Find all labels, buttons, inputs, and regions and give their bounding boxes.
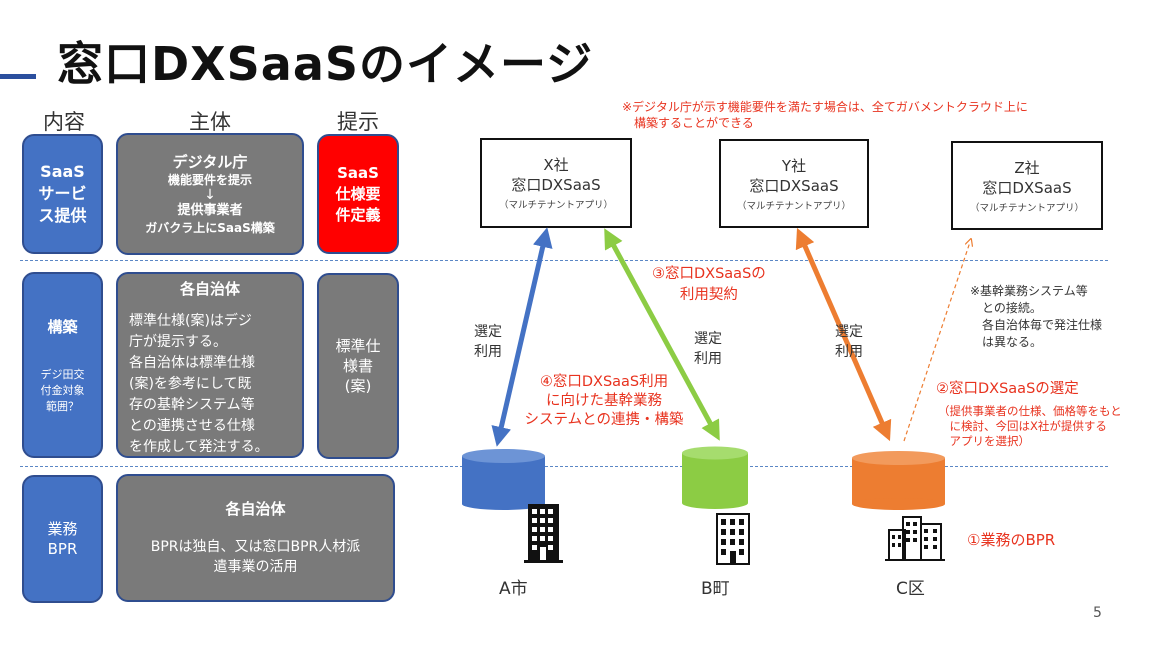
saas-box-y: Y社 窓口DXSaaS （マルチテナントアプリ） (719, 139, 869, 228)
actor-build-body: 標準仕様(案)はデジ 庁が提示する。 各自治体は標準仕様 (案)を参考にして既 … (129, 313, 269, 455)
saas-z-company: Z社 (1014, 158, 1040, 177)
building-tall-icon (524, 504, 563, 563)
step4-integration-label: ④窓口DXSaaS利用 に向けた基幹業務 システムとの連携・構築 (524, 374, 684, 428)
row-separator-bottom (20, 466, 1108, 467)
actor-box-bpr: 各自治体 BPRは独自、又は窓口BPR人材派 遣事業の活用 (116, 474, 395, 602)
saas-x-company: X社 (543, 156, 569, 174)
saas-y-name: 窓口DXSaaS (749, 176, 839, 195)
row-label-bpr: 業務 BPR (22, 475, 103, 603)
page-number: 5 (1093, 605, 1102, 621)
title-accent-bar (0, 74, 36, 79)
select-use-label-a: 選定 利用 (474, 324, 502, 360)
actor-bpr-title: 各自治体 (225, 500, 286, 518)
saas-x-type: （マルチテナントアプリ） (498, 200, 613, 211)
saas-z-type: （マルチテナントアプリ） (969, 202, 1084, 214)
select-use-label-b: 選定 利用 (694, 331, 722, 367)
step3-contract-label: ③窓口DXSaaSの 利用契約 (652, 266, 766, 303)
row-separator-top (20, 260, 1108, 261)
saas-x-name: 窓口DXSaaS (511, 176, 601, 194)
city-label-a: A市 (499, 579, 528, 599)
gov-cloud-note: ※デジタル庁が示す機能要件を満たす場合は、全てガバメントクラウド上に 構築するこ… (622, 100, 1028, 130)
actor-box-saas: デジタル庁 機能要件を提示 ↓ 提供事業者 ガバクラ上にSaaS構築 (116, 133, 304, 255)
row-label-build-box: 構築 デジ田交 付金対象 範囲？ (22, 272, 103, 458)
actor-build-title: 各自治体 (179, 280, 240, 298)
actor-saas-line4: ガバクラ上にSaaS構築 (145, 220, 275, 235)
row-label-build: 構築 (47, 318, 78, 336)
actor-bpr-body: BPRは独自、又は窓口BPR人材派 遣事業の活用 (150, 539, 361, 575)
city-label-b: B町 (701, 579, 730, 599)
step1-bpr-label: ①業務のBPR (967, 531, 1056, 549)
saas-z-name: 窓口DXSaaS (982, 178, 1072, 197)
column-header-presentation: 提示 (337, 110, 379, 134)
actor-saas-line3: 提供事業者 (177, 202, 243, 218)
arrow-orange-c-to-y (795, 227, 892, 442)
row-label-saas: SaaS サービ ス提供 (22, 134, 103, 254)
step2-selection-note: （提供事業者の仕様、価格等をもと に検討、今回はX社が提供する アプリを選択） (938, 404, 1122, 448)
arrow-green-b-to-x (604, 228, 720, 441)
city-label-c: C区 (896, 579, 925, 599)
building-office-icon (716, 513, 750, 565)
down-arrow-icon: ↓ (204, 186, 216, 203)
presentation-saas-spec: SaaS 仕様要 件定義 (317, 134, 399, 254)
column-header-actor: 主体 (189, 110, 231, 134)
page-title: 窓口DXSaaSのイメージ (57, 37, 594, 91)
step2-selection-label: ②窓口DXSaaSの選定 (936, 381, 1079, 397)
actor-box-build: 各自治体 標準仕様(案)はデジ 庁が提示する。 各自治体は標準仕様 (案)を参考… (116, 272, 304, 458)
database-cylinder-a (462, 449, 545, 510)
buildings-cluster-icon (885, 516, 945, 561)
actor-saas-line1: デジタル庁 (172, 152, 248, 171)
system-connection-note: ※基幹業務システム等 との接続。 各自治体毎で発注仕様 は異なる。 (970, 284, 1103, 349)
database-cylinder-c (852, 451, 945, 510)
column-header-content: 内容 (43, 110, 85, 134)
presentation-standard-spec: 標準仕 様書 (案) (317, 273, 399, 459)
saas-y-company: Y社 (781, 156, 807, 175)
actor-saas-line2: 機能要件を提示 (167, 172, 252, 187)
saas-box-x: X社 窓口DXSaaS （マルチテナントアプリ） (480, 138, 632, 228)
database-cylinder-b (682, 446, 748, 509)
saas-y-type: （マルチテナントアプリ） (736, 200, 851, 212)
row-sublabel-build: デジ田交 付金対象 範囲？ (40, 368, 85, 413)
select-use-label-c: 選定 利用 (835, 324, 863, 360)
arrow-blue-a-to-x (491, 227, 553, 447)
saas-box-z: Z社 窓口DXSaaS （マルチテナントアプリ） (951, 141, 1103, 230)
